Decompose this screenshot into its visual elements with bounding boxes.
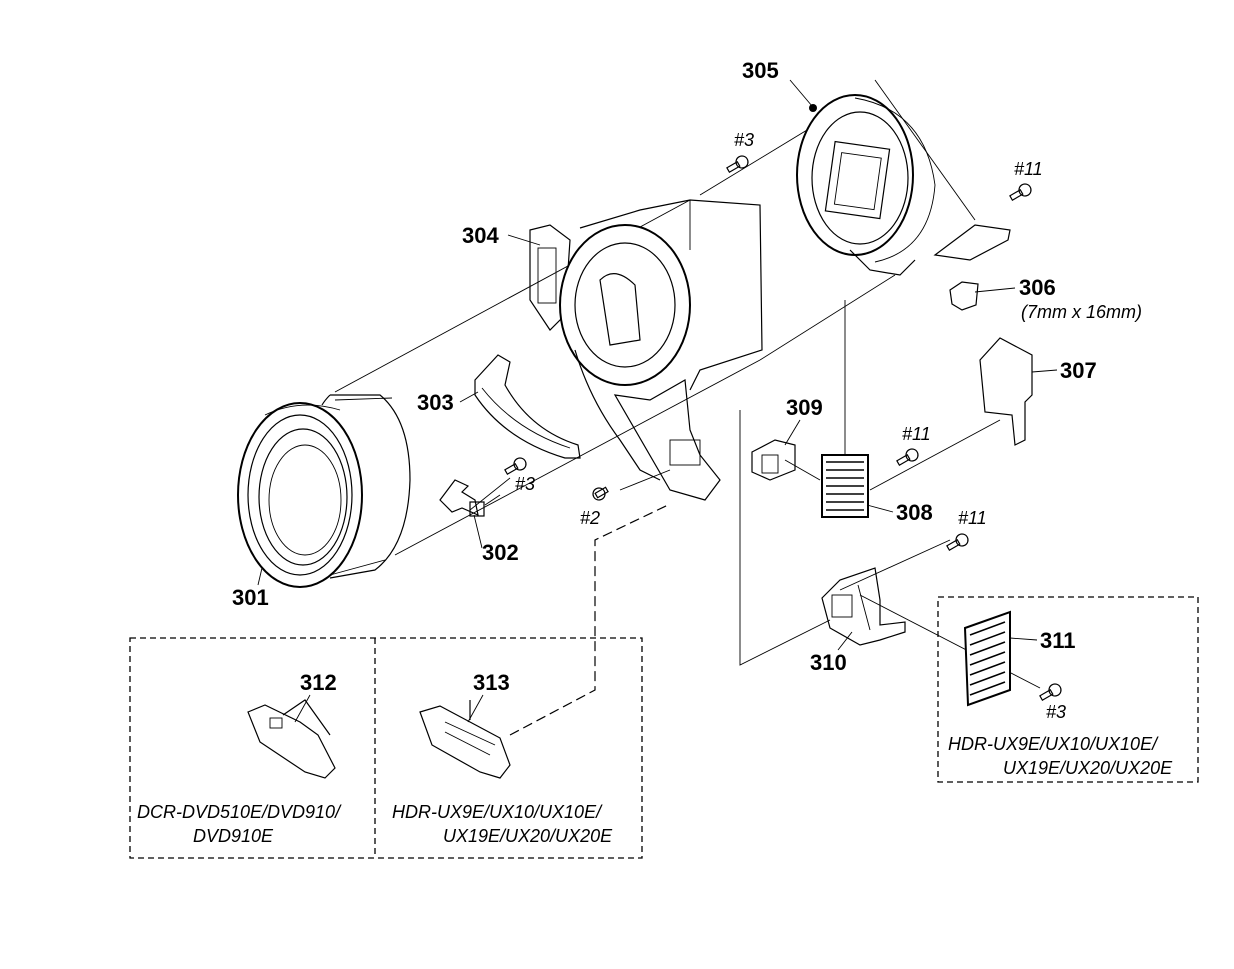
screw-icons bbox=[504, 155, 1062, 701]
screw-label-3-top: #3 bbox=[734, 130, 754, 150]
model-left-line2: DVD910E bbox=[193, 826, 274, 846]
screw-icon bbox=[1039, 683, 1062, 701]
model-right-line2: UX19E/UX20/UX20E bbox=[1003, 758, 1173, 778]
part-304-lens-housing bbox=[529, 199, 763, 501]
screw-label-3-311: #3 bbox=[1046, 702, 1066, 722]
screw-icon bbox=[504, 457, 527, 475]
label-302: 302 bbox=[482, 540, 519, 565]
label-305: 305 bbox=[742, 58, 779, 83]
label-303: 303 bbox=[417, 390, 454, 415]
model-right-line1: HDR-UX9E/UX10/UX10E/ bbox=[948, 734, 1159, 754]
model-mid-line2: UX19E/UX20/UX20E bbox=[443, 826, 613, 846]
screw-icon bbox=[726, 155, 749, 173]
model-left-line1: DCR-DVD510E/DVD910/ bbox=[137, 802, 342, 822]
size-note-306: (7mm x 16mm) bbox=[1021, 302, 1142, 322]
screw-labels: #3 #3 #2 #11 #11 #11 #3 bbox=[515, 130, 1066, 722]
part-303-cover bbox=[474, 354, 581, 459]
label-307: 307 bbox=[1060, 358, 1097, 383]
part-312-cover bbox=[247, 699, 336, 779]
label-309: 309 bbox=[786, 395, 823, 420]
part-307-sheet bbox=[979, 337, 1033, 446]
model-mid-line1: HDR-UX9E/UX10/UX10E/ bbox=[392, 802, 603, 822]
part-306-pad bbox=[933, 224, 1011, 311]
part-313-cover bbox=[419, 700, 511, 779]
part-310-bracket bbox=[821, 567, 906, 646]
screw-icon bbox=[896, 448, 919, 466]
label-leaders bbox=[257, 79, 1058, 723]
label-312: 312 bbox=[300, 670, 337, 695]
screw-icon bbox=[1009, 183, 1032, 201]
guide-lines bbox=[334, 79, 1041, 689]
label-311: 311 bbox=[1040, 628, 1076, 653]
screw-label-11-308: #11 bbox=[902, 424, 931, 444]
part-308-board bbox=[821, 454, 869, 518]
screw-label-3-302: #3 bbox=[515, 474, 535, 494]
label-304: 304 bbox=[462, 223, 499, 248]
part-309-pad bbox=[751, 439, 796, 481]
model-labels: DCR-DVD510E/DVD910/ DVD910E HDR-UX9E/UX1… bbox=[137, 734, 1173, 846]
screw-label-11-305: #11 bbox=[1014, 159, 1043, 179]
label-306: 306 bbox=[1019, 275, 1056, 300]
part-302-bracket bbox=[439, 479, 501, 517]
label-308: 308 bbox=[896, 500, 933, 525]
screw-icon bbox=[592, 486, 609, 501]
part-301-lens-barrel bbox=[237, 394, 411, 588]
part-311-board bbox=[963, 610, 1011, 707]
screw-icon bbox=[946, 533, 969, 551]
part-labels: 301 302 303 304 305 306 307 308 309 310 … bbox=[232, 58, 1097, 695]
model-variant-boxes bbox=[129, 596, 1199, 859]
label-313: 313 bbox=[473, 670, 510, 695]
part-305-rear-ring bbox=[796, 94, 936, 276]
label-310: 310 bbox=[810, 650, 847, 675]
label-301: 301 bbox=[232, 585, 269, 610]
screw-label-2: #2 bbox=[580, 508, 600, 528]
leader-313 bbox=[509, 504, 669, 736]
screw-label-11-310: #11 bbox=[958, 508, 987, 528]
